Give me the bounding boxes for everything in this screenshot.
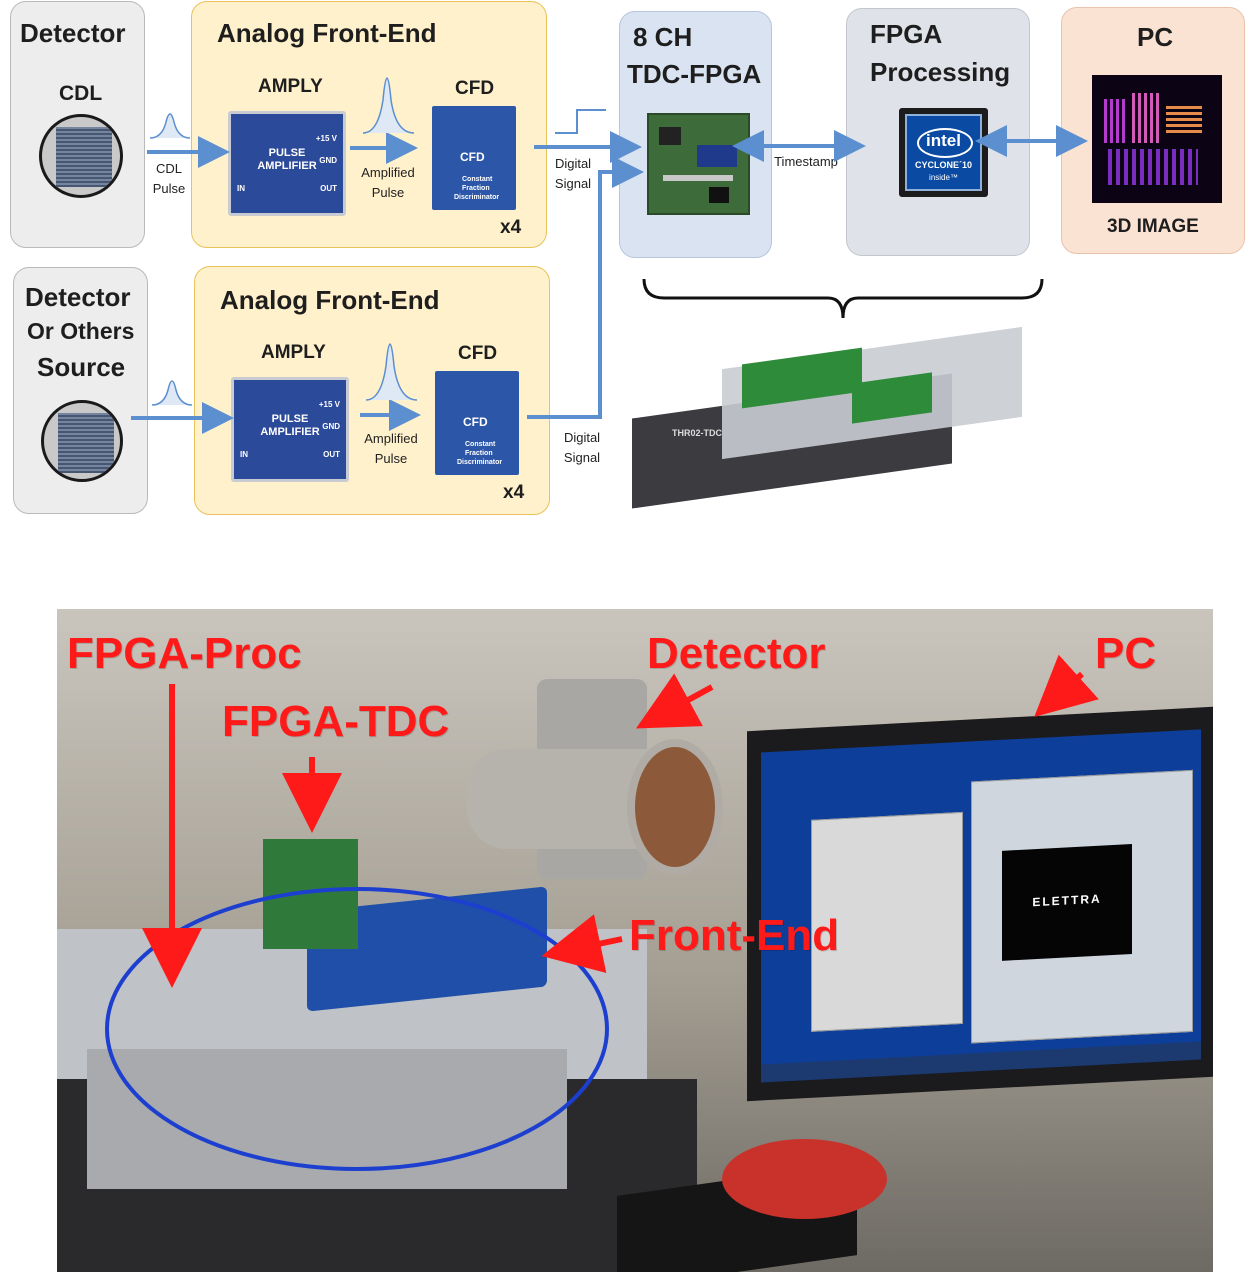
afe2-amply-label: AMPLY	[261, 342, 326, 363]
blue-cable	[105, 887, 609, 1171]
afe2-title: Analog Front-End	[220, 285, 440, 315]
afe2-amplifier-module: PULSE AMPLIFIER IN OUT +15 V GND	[231, 377, 349, 482]
cdl-detector-image	[39, 114, 123, 198]
lab-photo: ELETTRA FPGA-Proc FPGA-TDC Detector PC F…	[57, 609, 1213, 1272]
afe1-multiplier: x4	[500, 217, 522, 238]
detector-title: Detector	[20, 18, 126, 48]
amplified-pulse-icon-1	[362, 77, 415, 134]
digital-step-icon	[555, 109, 606, 134]
detector2-image	[41, 400, 123, 482]
label-fpga-tdc: FPGA-TDC	[222, 697, 450, 746]
3d-image-picture	[1092, 75, 1222, 203]
afe1-title: Analog Front-End	[217, 18, 437, 48]
pc-caption: 3D IMAGE	[1107, 216, 1199, 237]
arrow-cfd2-to-tdc	[527, 156, 644, 419]
detector2-title-1: Detector	[25, 282, 131, 312]
cdl-pulse-icon	[149, 113, 191, 139]
tdc-title-1: 8 CH	[633, 22, 693, 52]
arrow-front-end	[541, 914, 623, 973]
arrow-detector	[635, 673, 714, 729]
detector2-box: Detector Or Others Source	[13, 267, 148, 514]
afe1-cfd-module: CFD Constant Fraction Discriminator	[432, 106, 516, 210]
red-arrows	[142, 654, 1099, 988]
label-detector: Detector	[647, 629, 826, 678]
afe1-amply-label: AMPLY	[258, 76, 323, 97]
diagram-connectors	[131, 77, 1088, 434]
screws-bowl	[722, 1139, 887, 1219]
afe1-cfd-label: CFD	[455, 78, 495, 99]
label-pc: PC	[1095, 629, 1157, 678]
afe2-cfd-module: CFD Constant Fraction Discriminator	[435, 371, 519, 475]
tdc-title-2: TDC-FPGA	[627, 59, 762, 89]
source-pulse-icon	[151, 380, 193, 406]
cdl-label: CDL	[59, 82, 103, 105]
fpga-proc-title-1: FPGA	[870, 19, 943, 49]
detector-box: Detector CDL	[10, 1, 145, 248]
amplified-pulse-icon-2	[365, 343, 418, 401]
chassis-label: THR02-TDC	[672, 428, 723, 438]
label-fpga-proc: FPGA-Proc	[67, 629, 302, 678]
chassis-render: THR02-TDC	[622, 318, 1043, 526]
detector2-title-3: Source	[37, 352, 126, 382]
fpga-proc-title-2: Processing	[870, 57, 1011, 87]
afe2-cfd-label: CFD	[458, 343, 498, 364]
analog-front-end-1: Analog Front-End AMPLY CFD x4 PULSE AMPL…	[191, 1, 547, 248]
pc-title: PC	[1137, 22, 1174, 52]
afe2-multiplier: x4	[503, 482, 525, 503]
pc-box: PC 3D IMAGE	[1061, 7, 1245, 254]
detector2-title-2: Or Others	[27, 318, 135, 344]
chassis-brace	[642, 278, 1044, 319]
analog-front-end-2: Analog Front-End AMPLY CFD x4 PULSE AMPL…	[194, 266, 550, 515]
label-front-end: Front-End	[629, 911, 840, 960]
arrow-pc	[1034, 654, 1099, 718]
